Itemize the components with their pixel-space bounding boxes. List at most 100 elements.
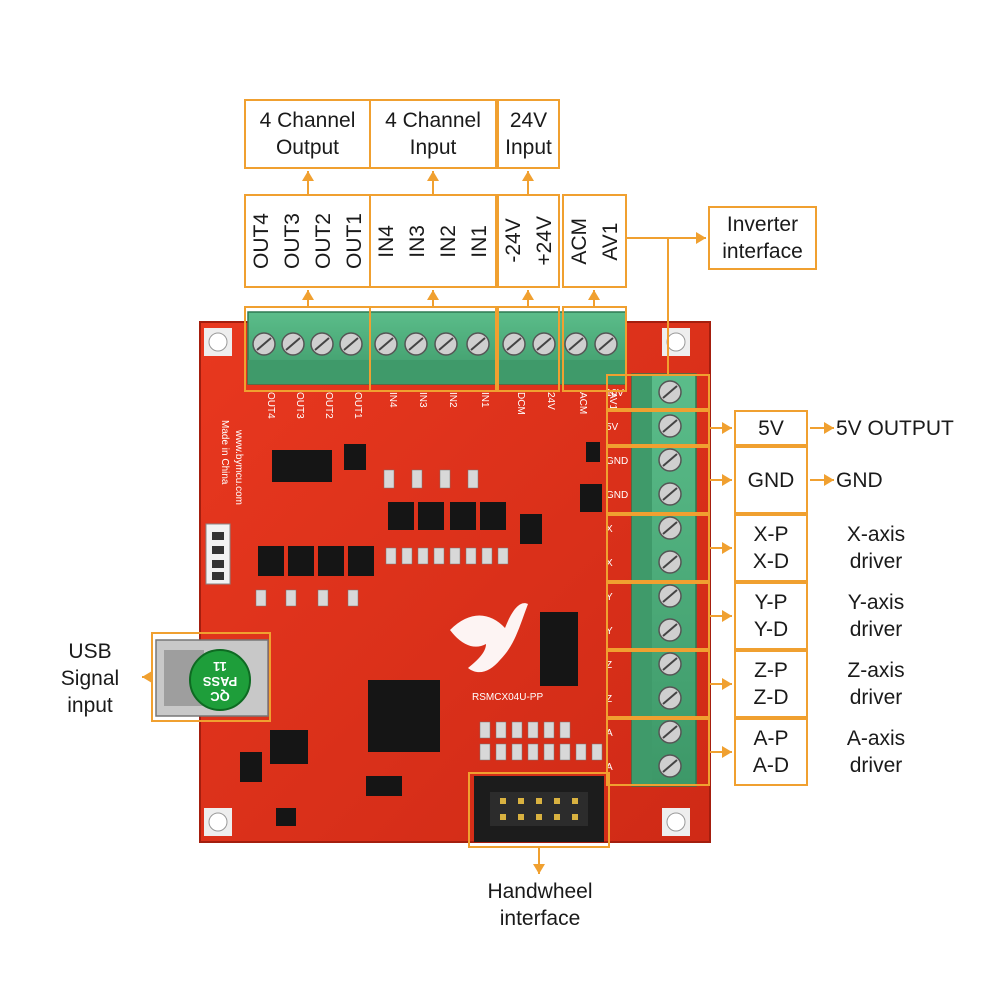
usb-line3: input (67, 694, 113, 717)
label-gnd-box: GND (734, 446, 808, 514)
label-y-box: Y-P Y-D (734, 582, 808, 650)
screw-slot (314, 337, 330, 351)
silk-top-label: ACM (577, 392, 588, 414)
pin-label-in4: IN4 (375, 224, 398, 258)
screw-slot (378, 337, 394, 351)
arrow-head (427, 171, 439, 181)
pin-label-av1: AV1 (598, 221, 622, 261)
output-terminal-highlight (244, 306, 371, 392)
silk-top-label: OUT2 (323, 392, 334, 419)
terminal-gnd-highlight (606, 446, 710, 514)
inverter-line2: interface (722, 240, 803, 263)
desc-a-line1: A-axis (846, 727, 906, 750)
desc-a-line2: driver (849, 754, 903, 777)
power-input-title: 24V Input (497, 99, 560, 169)
header-pin (518, 798, 524, 804)
terminal-a-highlight (606, 718, 710, 786)
input-pins-box: IN1 IN2 IN3 IN4 (369, 194, 497, 288)
arrow-head (588, 290, 600, 300)
input-terminal-highlight (369, 306, 497, 392)
screw-slot (408, 337, 424, 351)
label-y-d: Y-D (753, 618, 789, 641)
usb-signal-input-label: USB Signal input (40, 638, 140, 719)
inverter-interface-box: Inverter interface (708, 206, 817, 270)
board-made-in-label: Made in China (219, 420, 230, 485)
silk-top-label: DCM (515, 392, 526, 415)
silk-right-label: A (606, 728, 613, 739)
usb-line2: Signal (60, 667, 120, 690)
desc-x-axis: X-axis driver (836, 521, 916, 575)
inverter-pins-box: AV1 ACM (562, 194, 627, 288)
silk-top-label: OUT1 (352, 392, 363, 419)
arrow-head (722, 422, 732, 434)
silk-right-label: 5V (606, 422, 619, 433)
desc-z-line2: driver (849, 686, 903, 709)
right-terminal-screws (658, 380, 682, 778)
screw-slot (256, 337, 272, 351)
qc-line-3: 11 (213, 659, 227, 674)
silk-top-label: IN2 (447, 392, 458, 408)
header-pin (500, 814, 506, 820)
arrow-head (722, 474, 732, 486)
input-group-title: 4 Channel Input (369, 99, 497, 169)
pin-label-out1: OUT1 (342, 212, 366, 269)
arrow-head (824, 474, 834, 486)
power-pins-box: +24V -24V (497, 194, 560, 288)
handwheel-line1: Handwheel (487, 880, 593, 903)
power-terminal-highlight (497, 306, 560, 392)
silk-right-label: X (606, 524, 613, 535)
handwheel-highlight (468, 772, 610, 848)
arrow-head (824, 422, 834, 434)
qc-line-2: PASS (202, 674, 237, 689)
handwheel-line2: interface (499, 907, 581, 930)
pin-label-minus24v: -24V (501, 218, 525, 264)
header-pin (518, 814, 524, 820)
board-model-label: RSMCX04U-PP (472, 692, 543, 703)
arrow-head (722, 610, 732, 622)
desc-y-axis: Y-axis driver (836, 589, 916, 643)
silk-right-label: GND (606, 456, 628, 467)
output-pins-box: OUT1 OUT2 OUT3 OUT4 (244, 194, 371, 288)
screw-slot (662, 521, 678, 535)
pin-label-out3: OUT3 (280, 212, 304, 269)
screw-slot (568, 337, 584, 351)
qc-line-1: QC (210, 689, 230, 704)
header-pin (500, 798, 506, 804)
label-5v-box: 5V (734, 410, 808, 446)
qc-sticker-text: QC PASS 11 (202, 659, 237, 704)
pin-label-in3: IN3 (406, 224, 429, 258)
mounting-holes (204, 328, 690, 836)
silk-right-label: GND (606, 490, 628, 501)
board-website-label: www.bymcu.com (233, 429, 244, 505)
desc-x-line1: X-axis (846, 523, 906, 546)
arrow-head (302, 290, 314, 300)
pin-label-in1: IN1 (468, 224, 491, 258)
label-gnd: GND (747, 468, 795, 492)
screw-slot (662, 759, 678, 773)
label-a-p: A-P (753, 727, 789, 750)
desc-y-line1: Y-axis (847, 591, 905, 614)
screw-slot (662, 589, 678, 603)
label-x-box: X-P X-D (734, 514, 808, 582)
screw-slot (662, 487, 678, 501)
pin-label-out4: OUT4 (249, 212, 273, 269)
silk-right-label: X (606, 558, 613, 569)
screw-slot (598, 337, 614, 351)
screw-slot (438, 337, 454, 351)
desc-y-line2: driver (849, 618, 903, 641)
desc-z-line1: Z-axis (847, 659, 905, 682)
pcb-components (240, 442, 602, 826)
screw-slot (662, 453, 678, 467)
label-y-p: Y-P (754, 591, 788, 614)
silk-top-label: OUT4 (265, 392, 276, 419)
silk-right-label: Y (606, 626, 613, 637)
top-terminal-screws (252, 332, 618, 356)
input-title-line2: Input (409, 136, 457, 159)
screw-slot (536, 337, 552, 351)
arrow-head (522, 171, 534, 181)
terminal-y-highlight (606, 582, 710, 650)
power-title-line2: Input (505, 136, 552, 159)
inverter-terminal-highlight (562, 306, 627, 392)
desc-a-axis: A-axis driver (836, 725, 916, 779)
